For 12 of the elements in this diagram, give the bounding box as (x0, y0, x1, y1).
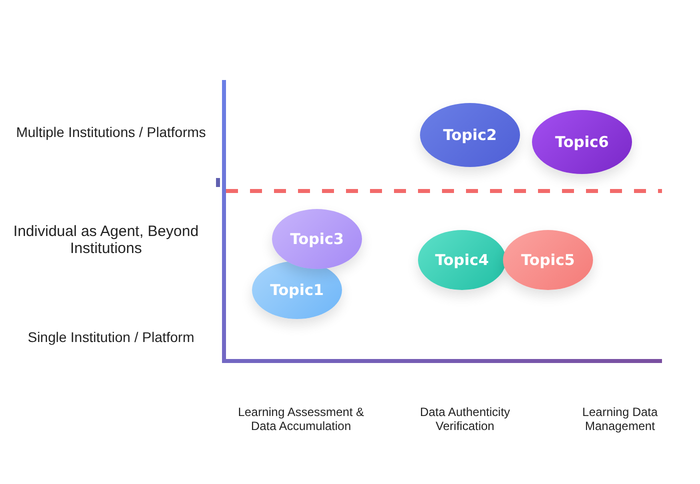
topic-label: Topic1 (270, 281, 324, 299)
topic-label: Topic5 (521, 251, 575, 269)
y-axis-label: Individual as Agent, Beyond Institutions (12, 223, 200, 257)
topic-label: Topic3 (290, 230, 344, 248)
x-axis-label: Data Authenticity Verification (418, 405, 512, 433)
topic-label: Topic4 (435, 251, 489, 269)
topic-label: Topic2 (443, 126, 497, 144)
x-axis-label: Learning Data Management (581, 405, 659, 433)
x-axis-label: Learning Assessment & Data Accumulation (236, 405, 366, 433)
y-axis-label: Single Institution / Platform (26, 329, 196, 345)
topic-label: Topic6 (555, 133, 609, 151)
y-axis-label: Multiple Institutions / Platforms (15, 124, 207, 140)
